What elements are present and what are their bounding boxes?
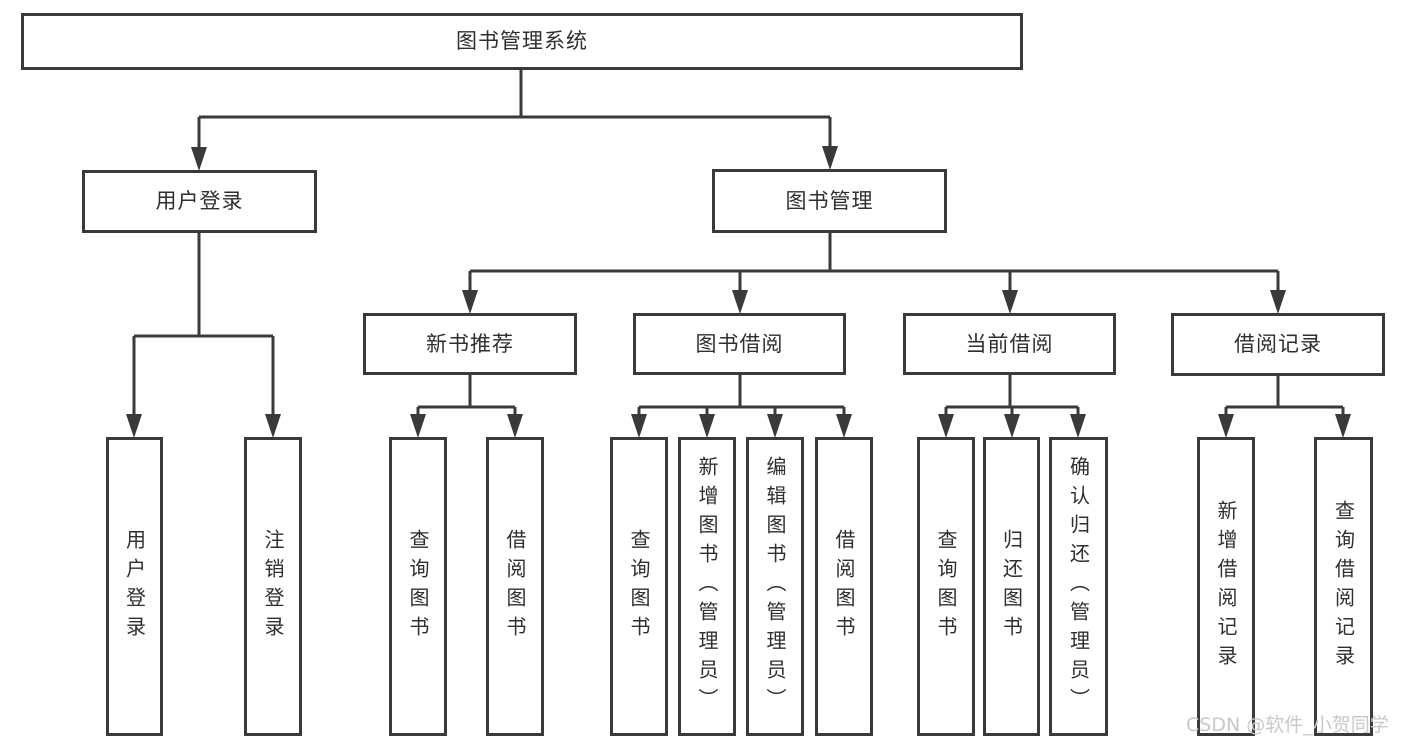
leaf-current-return-book: 归还图书 bbox=[983, 437, 1040, 736]
node-label: 确认归还（管理员） bbox=[1066, 456, 1091, 717]
connector-new-book-recommend-to-leaves bbox=[416, 375, 517, 420]
arrow-down-icon bbox=[462, 290, 478, 314]
node-label: 借阅图书 bbox=[503, 528, 527, 645]
arrow-down-icon bbox=[836, 414, 852, 438]
node-label: 查询图书 bbox=[406, 528, 430, 645]
connector-user-login-to-leaves bbox=[132, 233, 275, 420]
node-label: 借阅图书 bbox=[832, 528, 856, 645]
leaf-borrow-search-book: 查询图书 bbox=[610, 437, 668, 736]
arrowheads bbox=[126, 146, 1351, 438]
arrow-down-icon bbox=[1335, 414, 1351, 438]
node-label: 归还图书 bbox=[999, 528, 1024, 645]
node-label: 图书借阅 bbox=[695, 331, 784, 356]
arrow-down-icon bbox=[631, 414, 647, 438]
arrow-down-icon bbox=[938, 414, 954, 438]
node-label: 用户登录 bbox=[155, 189, 244, 213]
leaf-borrow-add-book-admin: 新增图书（管理员） bbox=[678, 437, 736, 736]
node-label: 用户登录 bbox=[122, 528, 147, 645]
arrow-down-icon bbox=[1004, 414, 1020, 438]
arrow-down-icon bbox=[1070, 414, 1086, 438]
node-label: 图书管理系统 bbox=[456, 29, 588, 53]
leaf-recommend-search-book: 查询图书 bbox=[389, 437, 447, 736]
node-label: 注销登录 bbox=[261, 528, 285, 645]
connector-root-to-level2 bbox=[197, 70, 832, 150]
leaf-borrow-edit-book-admin: 编辑图书（管理员） bbox=[746, 437, 804, 736]
node-label: 新增图书（管理员） bbox=[695, 456, 719, 717]
connector-book-management-to-level3 bbox=[468, 233, 1280, 295]
arrow-down-icon bbox=[410, 414, 426, 438]
node-book-management: 图书管理 bbox=[712, 169, 947, 233]
node-label: 新书推荐 bbox=[426, 331, 514, 356]
node-label: 图书管理 bbox=[785, 188, 874, 213]
node-label: 借阅记录 bbox=[1234, 332, 1322, 356]
arrow-down-icon bbox=[1218, 414, 1234, 438]
leaf-record-add-record: 新增借阅记录 bbox=[1197, 437, 1255, 736]
arrow-down-icon bbox=[1002, 290, 1018, 314]
node-label: 查询图书 bbox=[627, 528, 651, 645]
node-label: 编辑图书（管理员） bbox=[763, 456, 787, 717]
node-new-book-recommend: 新书推荐 bbox=[363, 313, 577, 375]
leaf-record-search-record: 查询借阅记录 bbox=[1314, 437, 1373, 736]
arrow-down-icon bbox=[1270, 290, 1286, 314]
node-user-login: 用户登录 bbox=[82, 170, 317, 233]
leaf-recommend-borrow-book: 借阅图书 bbox=[486, 437, 544, 736]
arrow-down-icon bbox=[265, 414, 281, 438]
node-label: 查询借阅记录 bbox=[1331, 499, 1356, 674]
node-borrow-record: 借阅记录 bbox=[1171, 313, 1385, 376]
arrow-down-icon bbox=[699, 414, 715, 438]
node-current-borrow: 当前借阅 bbox=[903, 313, 1116, 375]
arrow-down-icon bbox=[507, 414, 523, 438]
node-label: 查询图书 bbox=[934, 528, 958, 645]
connector-current-borrow-to-leaves bbox=[944, 375, 1080, 420]
arrow-down-icon bbox=[191, 147, 207, 171]
node-book-borrow: 图书借阅 bbox=[633, 313, 846, 375]
node-label: 新增借阅记录 bbox=[1214, 499, 1238, 674]
leaf-logout: 注销登录 bbox=[244, 437, 302, 736]
leaf-user-login: 用户登录 bbox=[106, 437, 163, 736]
arrow-down-icon bbox=[126, 414, 142, 438]
connector-book-borrow-to-leaves bbox=[637, 375, 846, 420]
leaf-borrow-borrow-book: 借阅图书 bbox=[815, 437, 873, 736]
csdn-watermark: CSDN @软件_小贺同学 bbox=[1186, 714, 1389, 736]
arrow-down-icon bbox=[767, 414, 783, 438]
connector-borrow-record-to-leaves bbox=[1224, 376, 1345, 420]
leaf-current-search-book: 查询图书 bbox=[917, 437, 975, 736]
node-library-system: 图书管理系统 bbox=[21, 13, 1023, 70]
leaf-current-confirm-return-admin: 确认归还（管理员） bbox=[1049, 437, 1108, 736]
arrow-down-icon bbox=[822, 146, 838, 170]
arrow-down-icon bbox=[732, 290, 748, 314]
node-label: 当前借阅 bbox=[965, 331, 1054, 356]
